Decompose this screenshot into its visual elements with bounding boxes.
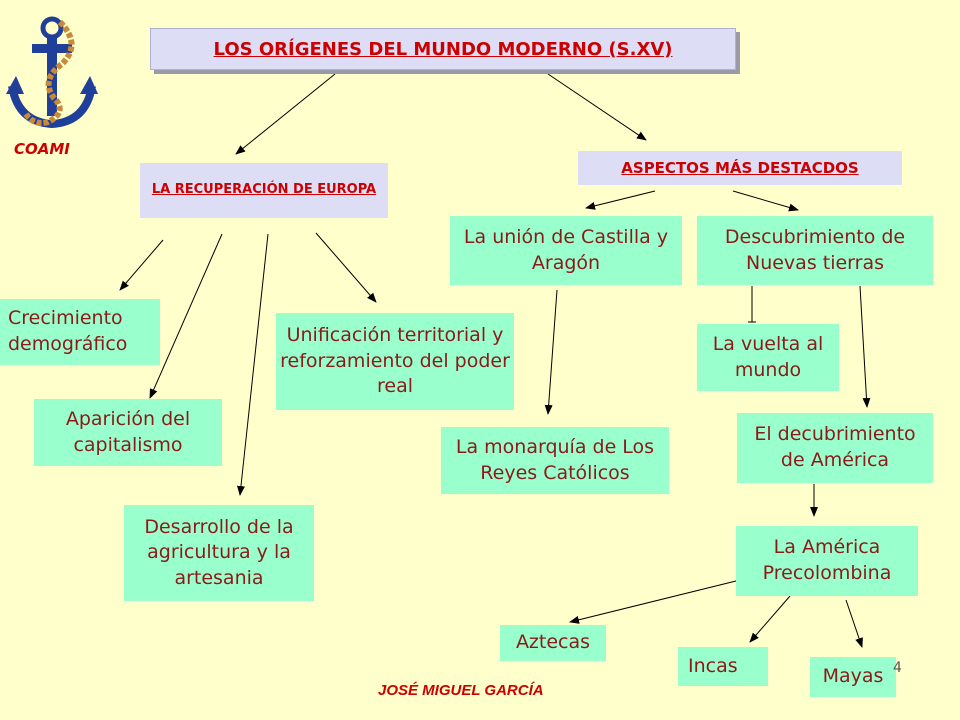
arrow-precol-aztecas — [569, 579, 741, 624]
arrow-left-unificacion — [315, 232, 377, 303]
node-mayas: Mayas — [810, 657, 896, 697]
node-aztecas: Aztecas — [500, 625, 606, 661]
node-crecimiento: Crecimiento demográfico — [0, 299, 160, 365]
node-incas: Incas — [678, 647, 768, 686]
left-branch-title: LA RECUPERACIÓN DE EUROPA — [151, 182, 377, 198]
node-vuelta: La vuelta al mundo — [697, 324, 839, 391]
page-number: 4 — [893, 660, 902, 676]
right-branch-header: ASPECTOS MÁS DESTACDOS — [578, 151, 902, 185]
node-unificacion: Unificación territorial y reforzamiento … — [276, 313, 514, 410]
arrow-title-right — [547, 73, 647, 141]
author-credit: JOSÉ MIGUEL GARCÍA — [378, 682, 544, 699]
arrow-union-monarquia — [544, 289, 558, 415]
arrow-descub-america — [859, 285, 871, 408]
page-title: LOS ORÍGENES DEL MUNDO MODERNO (S.XV) — [213, 38, 673, 60]
anchor-logo — [4, 14, 100, 134]
arrow-title-left — [235, 73, 336, 155]
node-desarrollo: Desarrollo de la agricultura y la artesa… — [124, 505, 314, 601]
arrow-right-union — [585, 190, 656, 210]
arrow-left-desarrollo — [236, 233, 269, 496]
node-union: La unión de Castilla y Aragón — [450, 216, 682, 285]
main-title-box: LOS ORÍGENES DEL MUNDO MODERNO (S.XV) — [150, 28, 736, 70]
arrow-left-capitalismo — [149, 233, 223, 399]
node-america: El decubrimiento de América — [737, 413, 933, 483]
left-branch-header: LA RECUPERACIÓN DE EUROPA — [140, 163, 388, 218]
arrow-precol-mayas — [845, 599, 863, 648]
logo-label: COAMI — [14, 140, 70, 158]
arrow-precol-incas — [749, 595, 791, 643]
node-precolombina: La América Precolombina — [736, 526, 918, 596]
arrow-left-crecimiento — [119, 239, 164, 291]
node-monarquia: La monarquía de Los Reyes Católicos — [441, 427, 669, 494]
arrow-right-descubrimiento — [732, 190, 799, 212]
anchor-icon — [6, 16, 98, 129]
node-capitalismo: Aparición del capitalismo — [34, 399, 222, 466]
node-descubrimiento: Descubrimiento de Nuevas tierras — [697, 216, 933, 285]
right-branch-title: ASPECTOS MÁS DESTACDOS — [621, 159, 859, 177]
